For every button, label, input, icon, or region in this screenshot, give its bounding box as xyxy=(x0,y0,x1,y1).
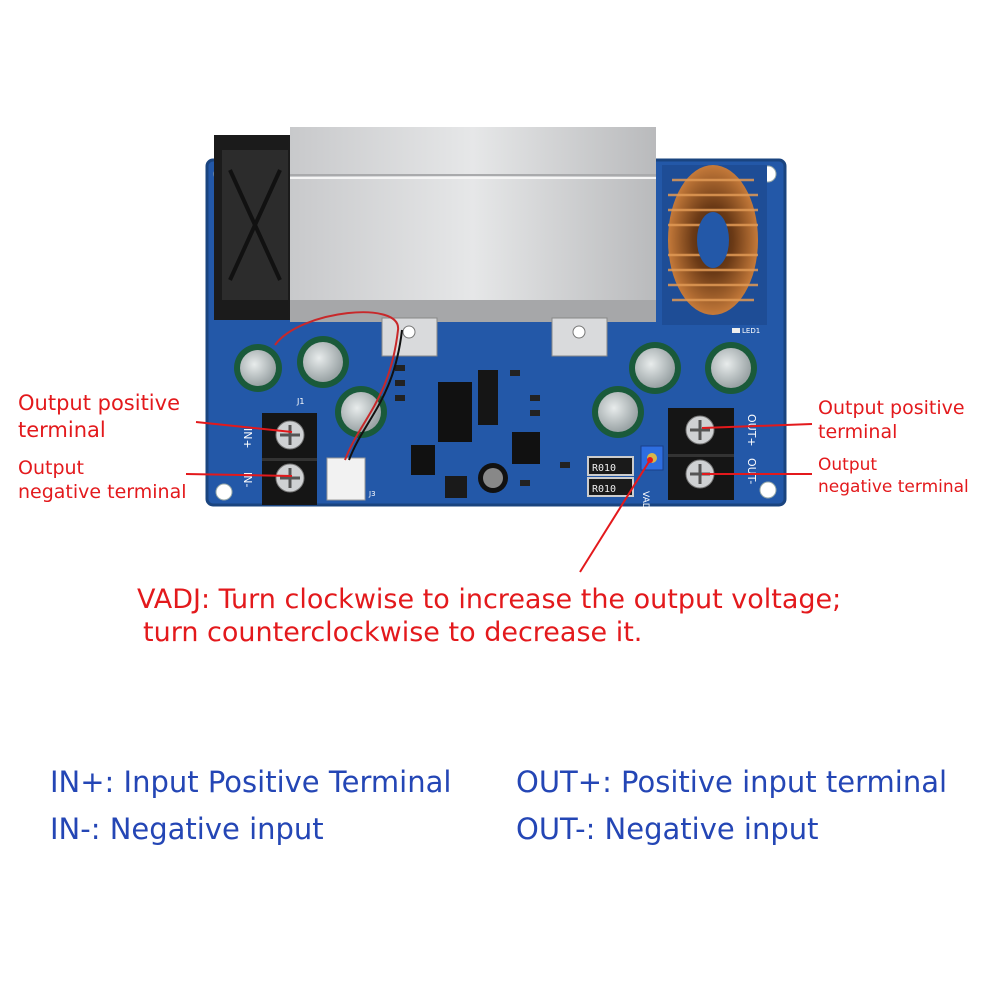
capacitor xyxy=(629,342,681,394)
capacitor xyxy=(592,386,644,438)
mount-hole xyxy=(759,481,777,499)
vadj-silkscreen: VADJ xyxy=(640,491,650,512)
j3-silkscreen: J3 xyxy=(368,490,376,498)
inductor-small xyxy=(445,476,467,498)
label-line: terminal xyxy=(818,420,898,443)
capacitor xyxy=(705,342,757,394)
j1-silkscreen: J1 xyxy=(296,397,304,406)
capacitor xyxy=(478,463,508,493)
resistor-label: R010 xyxy=(592,484,616,495)
label-line: turn counterclockwise to decrease it. xyxy=(143,616,643,648)
out-minus-silkscreen: OUT- xyxy=(745,458,758,484)
label-right-output-positive: Output positive terminal xyxy=(818,398,965,443)
label-line: negative terminal xyxy=(18,480,187,503)
label-line: Output xyxy=(818,455,878,475)
ic-chip xyxy=(512,432,540,464)
ic-chip xyxy=(438,382,472,442)
legend-in-plus: IN+: Input Positive Terminal xyxy=(50,765,452,799)
mosfet xyxy=(551,317,608,357)
input-terminal-block xyxy=(262,413,317,505)
legend-in-minus: IN-: Negative input xyxy=(50,812,324,846)
label-right-output-negative: Output negative terminal xyxy=(818,456,969,496)
legend-out-minus: OUT-: Negative input xyxy=(516,812,819,846)
callout-line-vadj xyxy=(579,459,651,573)
capacitor xyxy=(335,386,387,438)
label-line: Output positive xyxy=(818,397,965,419)
mount-hole xyxy=(215,483,233,501)
capacitor xyxy=(297,336,349,388)
ic-chip xyxy=(411,445,435,475)
out-plus-silkscreen: OUT+ xyxy=(745,414,758,447)
label-line: Output positive xyxy=(18,391,180,415)
legend-out-plus: OUT+: Positive input terminal xyxy=(516,765,948,799)
heatsink xyxy=(290,127,656,322)
shunt-resistor xyxy=(587,456,634,476)
label-line: VADJ: Turn clockwise to increase the out… xyxy=(137,584,842,615)
ic-chip xyxy=(478,370,498,425)
callout-line-right-positive xyxy=(701,423,813,429)
led xyxy=(732,328,740,333)
callout-line-left-negative xyxy=(185,473,293,477)
label-vadj-note: VADJ: Turn clockwise to increase the out… xyxy=(137,585,841,647)
capacitor xyxy=(234,344,282,392)
label-left-output-negative: Output negative terminal xyxy=(18,458,187,503)
callout-line-left-positive xyxy=(195,421,293,433)
label-line: Output xyxy=(18,457,84,479)
label-left-output-positive: Output positive terminal xyxy=(18,391,180,443)
led-silkscreen: LED1 xyxy=(742,327,760,335)
fan-connector xyxy=(326,457,366,501)
output-terminal-block xyxy=(668,408,734,500)
in-plus-silkscreen: IN+ xyxy=(241,428,254,449)
label-line: negative terminal xyxy=(818,476,969,497)
resistor-label: R010 xyxy=(592,463,616,474)
label-line: terminal xyxy=(18,418,106,443)
